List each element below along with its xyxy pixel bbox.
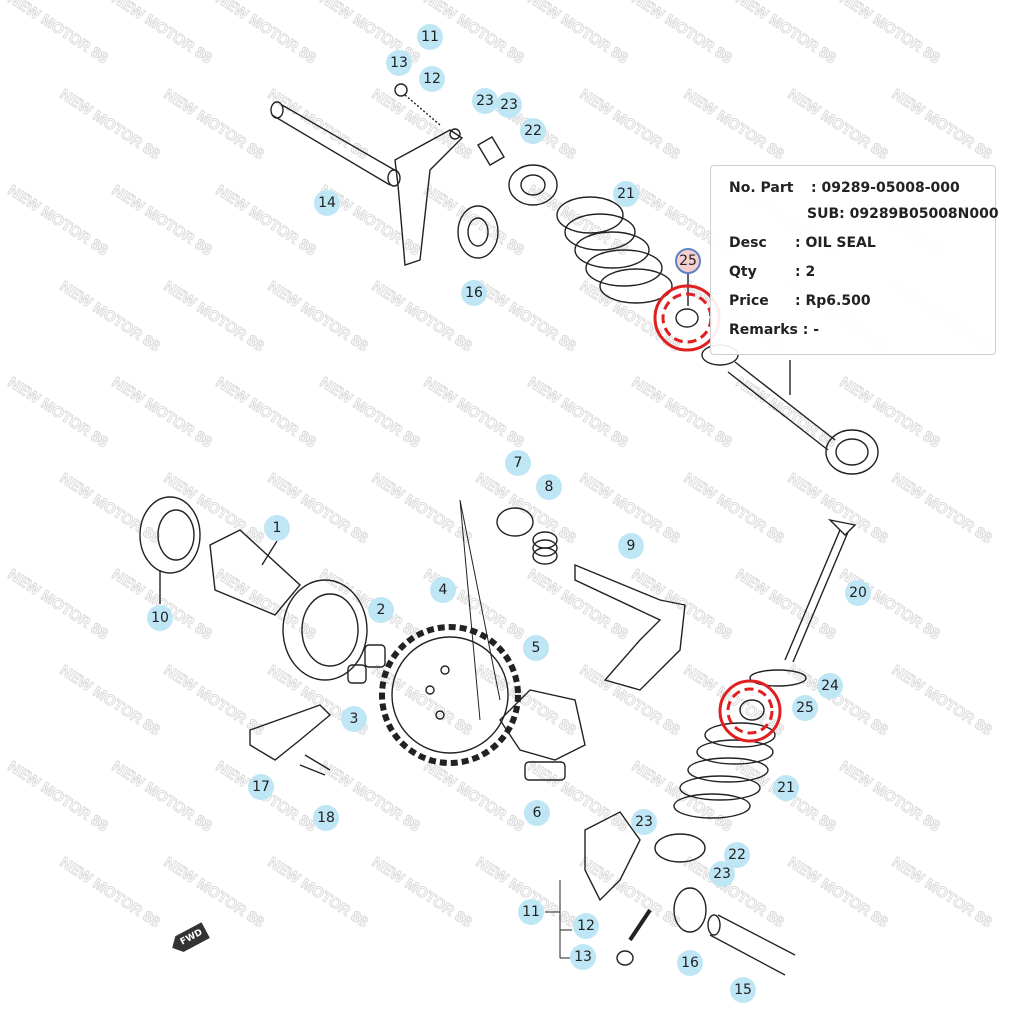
price-label: Price — [729, 293, 769, 309]
retainer-24 — [749, 669, 807, 687]
remarks-value: : - — [802, 322, 820, 338]
retainer-22 — [508, 164, 558, 206]
desc-value: : OIL SEAL — [795, 235, 876, 251]
callout-part-2[interactable]: 2 — [368, 597, 394, 623]
desc-label: Desc — [729, 235, 767, 251]
rocker-shaft-15 — [707, 914, 796, 976]
retainer-22-lower — [654, 833, 706, 863]
callout-part-5[interactable]: 5 — [523, 635, 549, 661]
callout-part-12[interactable]: 12 — [573, 913, 599, 939]
valve-lower-20 — [784, 518, 857, 663]
adjust-screw-12 — [628, 908, 652, 942]
part-5 — [499, 689, 586, 761]
callout-part-11[interactable]: 11 — [518, 899, 544, 925]
callout-part-23[interactable]: 23 — [496, 92, 522, 118]
callout-part-10[interactable]: 10 — [147, 605, 173, 631]
callout-part-13[interactable]: 13 — [386, 50, 412, 76]
callout-part-21[interactable]: 21 — [773, 775, 799, 801]
pin-3 — [347, 664, 367, 684]
price-value: : Rp6.500 — [795, 293, 871, 309]
oil-seal-25-upper — [675, 308, 699, 328]
callout-part-3[interactable]: 3 — [341, 706, 367, 732]
part-17 — [249, 704, 332, 761]
callout-part-24[interactable]: 24 — [817, 673, 843, 699]
pin-2 — [364, 644, 386, 668]
screw-18 — [299, 754, 331, 776]
qty-value: : 2 — [795, 264, 816, 280]
no-part-value: : 09289-05008-000 — [811, 180, 960, 196]
qty-label: Qty — [729, 264, 757, 280]
callout-part-16[interactable]: 16 — [461, 280, 487, 306]
callout-part-9[interactable]: 9 — [618, 533, 644, 559]
callout-part-25[interactable]: 25 — [675, 248, 701, 274]
callout-part-23[interactable]: 23 — [472, 88, 498, 114]
part-7 — [496, 507, 534, 537]
rocker-arm-11-upper — [394, 83, 464, 266]
callout-part-15[interactable]: 15 — [730, 977, 756, 1003]
callout-part-16[interactable]: 16 — [677, 950, 703, 976]
camshaft-1 — [209, 529, 368, 681]
callout-part-23[interactable]: 23 — [631, 809, 657, 835]
rocker-arm-11-lower — [584, 811, 641, 902]
callout-part-23[interactable]: 23 — [709, 861, 735, 887]
callout-part-13[interactable]: 13 — [570, 944, 596, 970]
bolt-6 — [524, 761, 566, 781]
callout-part-22[interactable]: 22 — [724, 842, 750, 868]
callout-part-12[interactable]: 12 — [419, 66, 445, 92]
bearing-10 — [139, 496, 201, 604]
callout-part-6[interactable]: 6 — [524, 800, 550, 826]
callout-part-21[interactable]: 21 — [613, 181, 639, 207]
callout-part-17[interactable]: 17 — [248, 774, 274, 800]
callout-part-4[interactable]: 4 — [430, 577, 456, 603]
callout-part-1[interactable]: 1 — [264, 515, 290, 541]
part-9 — [574, 563, 686, 691]
washer-16-lower — [673, 887, 707, 933]
spring-8 — [532, 531, 558, 565]
callout-part-14[interactable]: 14 — [314, 190, 340, 216]
washer-16 — [457, 205, 499, 259]
callout-part-8[interactable]: 8 — [536, 474, 562, 500]
valve-spring-21-upper — [556, 196, 673, 304]
oil-seal-25-lower — [739, 699, 765, 721]
cotter-23 — [477, 136, 505, 166]
valve-spring-21-lower — [673, 722, 776, 819]
nut-13 — [616, 950, 634, 966]
sub-part-value: SUB: 09289B05008N000 — [807, 206, 999, 222]
rocker-shaft-14 — [270, 101, 401, 187]
callout-part-18[interactable]: 18 — [313, 805, 339, 831]
no-part-label: No. Part — [729, 180, 794, 196]
callout-part-7[interactable]: 7 — [505, 450, 531, 476]
remarks-label: Remarks — [729, 322, 798, 338]
callout-part-25[interactable]: 25 — [792, 695, 818, 721]
callout-part-20[interactable]: 20 — [845, 580, 871, 606]
callout-part-22[interactable]: 22 — [520, 118, 546, 144]
highlight-ring-lower — [718, 679, 782, 743]
callout-part-11[interactable]: 11 — [417, 24, 443, 50]
part-info-tooltip: No. Part : 09289-05008-000 SUB: 09289B050… — [710, 165, 999, 355]
cam-sprocket-4 — [379, 499, 521, 766]
valve-upper — [701, 344, 879, 475]
